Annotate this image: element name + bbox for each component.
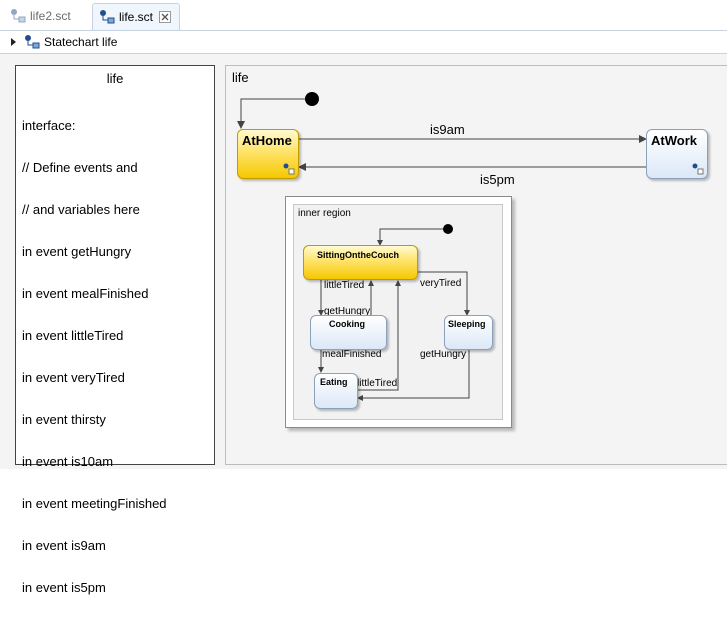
definition-line: in event is10am [22, 454, 114, 469]
statechart-icon [24, 34, 40, 50]
state-eating[interactable]: Eating [314, 373, 358, 409]
editor-tab-bar: life2.sct life.sct [0, 0, 727, 31]
close-icon[interactable] [159, 11, 172, 23]
definition-line: in event meetingFinished [22, 496, 167, 511]
definition-line: in event thirsty [22, 412, 106, 427]
state-label: AtHome [242, 133, 292, 148]
state-label: Eating [320, 377, 348, 387]
inner-region-label: inner region [298, 208, 351, 219]
tab-label: life2.sct [30, 9, 71, 23]
state-sleeping[interactable]: Sleeping [444, 315, 493, 350]
composite-state-icon [283, 163, 295, 175]
definition-line: in event littleTired [22, 328, 124, 343]
transition-label[interactable]: veryTired [420, 278, 462, 289]
definition-line: in event is9am [22, 538, 106, 553]
definition-line: in event is5pm [22, 580, 106, 595]
tab-life-sct[interactable]: life.sct [92, 3, 180, 30]
definition-line: in event getHungry [22, 244, 132, 259]
state-athome[interactable]: AtHome [237, 129, 299, 179]
definition-line: in event mealFinished [22, 286, 149, 301]
definition-line: in event veryTired [22, 370, 125, 385]
state-label: Cooking [329, 319, 365, 329]
tab-life2-sct[interactable]: life2.sct [4, 3, 92, 29]
region-label: life [232, 70, 249, 85]
transition-label[interactable]: getHungry [324, 306, 371, 317]
statechart-file-icon [99, 9, 115, 25]
state-atwork[interactable]: AtWork [646, 129, 708, 179]
transition-label[interactable]: littleTired [357, 378, 398, 389]
expand-arrow-icon[interactable] [11, 38, 16, 46]
breadcrumb: Statechart life [0, 31, 727, 54]
definition-line: interface: [22, 118, 76, 133]
state-label: SittingOntheCouch [317, 250, 399, 260]
initial-state[interactable] [305, 92, 319, 106]
transition-label[interactable]: is5pm [480, 172, 515, 187]
tab-label: life.sct [119, 10, 154, 24]
composite-state-icon [692, 163, 704, 175]
initial-transition[interactable] [237, 98, 305, 129]
definition-title: life [106, 71, 124, 86]
state-cooking[interactable]: Cooking [310, 315, 387, 350]
transition-label[interactable]: littleTired [324, 280, 365, 291]
statechart-file-icon [10, 8, 26, 24]
state-label: AtWork [651, 133, 697, 148]
definition-line: // Define events and [22, 160, 138, 175]
transition-label[interactable]: getHungry [420, 349, 467, 360]
breadcrumb-label[interactable]: Statechart life [44, 35, 118, 49]
state-sittingonthecouch[interactable]: SittingOntheCouch [303, 245, 418, 280]
transition-label[interactable]: is9am [430, 122, 465, 137]
state-label: Sleeping [448, 319, 486, 329]
transition-label[interactable]: mealFinished [322, 349, 382, 360]
definition-line: // and variables here [22, 202, 140, 217]
